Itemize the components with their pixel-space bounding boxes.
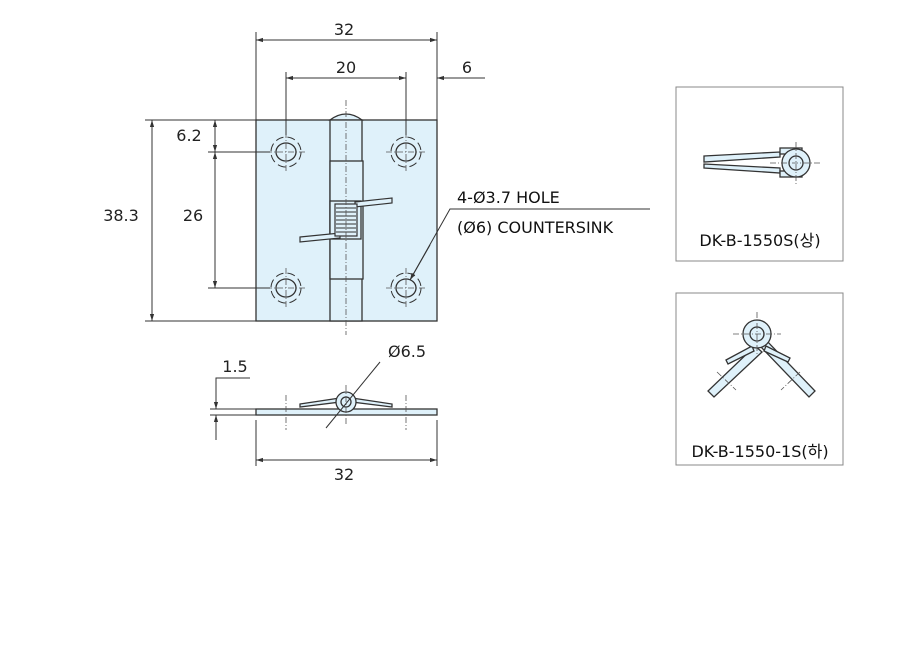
dim-hole-spacing-height: 26 [183,206,203,225]
mounting-holes [266,132,426,308]
dim-side-width: 32 [334,465,354,484]
dim-top-offset: 6.2 [176,126,201,145]
dim-edge-offset: 6 [462,58,472,77]
dimension-lines [145,32,650,322]
dim-overall-height: 38.3 [103,206,139,225]
hole-note-line2: (Ø6) COUNTERSINK [457,218,614,237]
dim-pin-diameter: Ø6.5 [388,342,426,361]
dim-overall-width: 32 [334,20,354,39]
variant-label-upper: DK-B-1550S(상) [699,231,820,250]
dim-hole-spacing-width: 20 [336,58,356,77]
front-view [255,100,438,335]
side-view [210,361,438,466]
hole-note-line1: 4-Ø3.7 HOLE [457,188,560,207]
dim-thickness: 1.5 [222,357,247,376]
variant-box-lower [675,292,844,466]
variant-box-upper [675,86,844,262]
variant-label-lower: DK-B-1550-1S(하) [691,442,828,461]
